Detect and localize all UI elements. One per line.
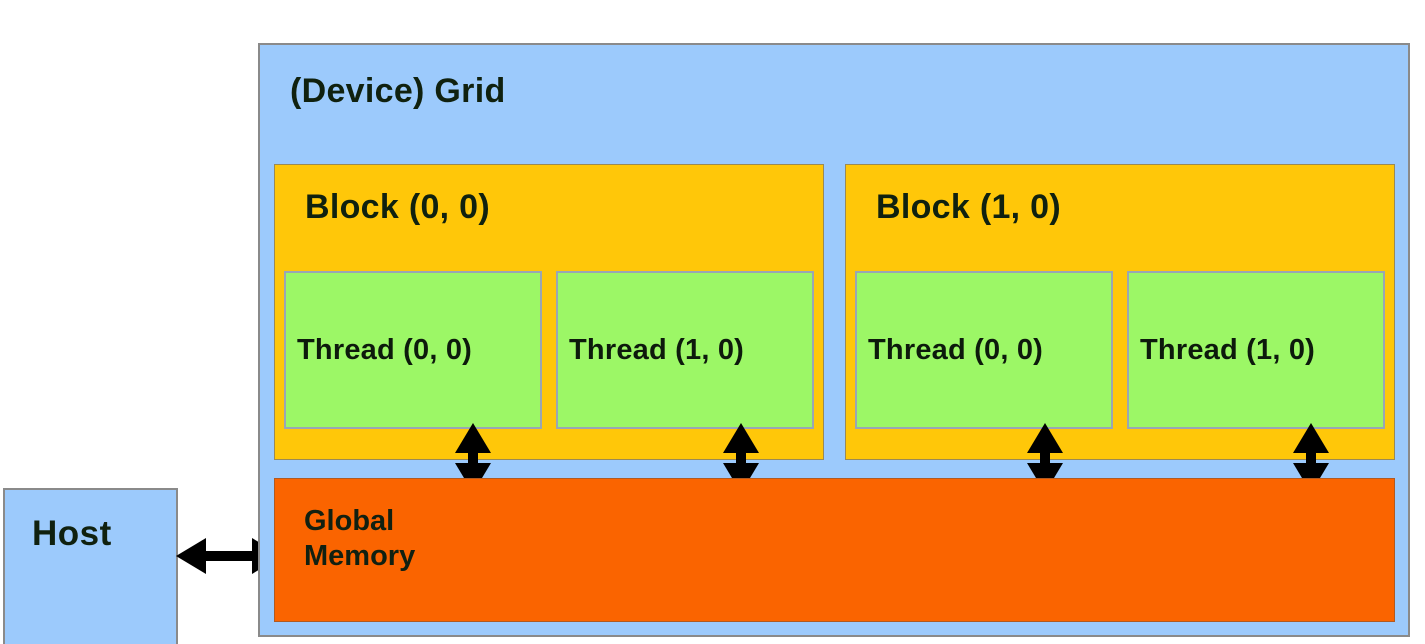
block-1-0-thread-1-0-box: Thread (1, 0) [1127,271,1385,429]
block-0-0-thread-0-0-label: Thread (0, 0) [297,333,473,366]
block-0-0-thread-1-0-box: Thread (1, 0) [556,271,814,429]
host-label: Host [32,514,112,553]
block-0-0-title: Block (0, 0) [305,188,490,226]
device-grid-title: (Device) Grid [290,72,506,110]
block-1-0-title: Block (1, 0) [876,188,1061,226]
block-1-0-thread-1-0-label: Thread (1, 0) [1140,333,1316,366]
block-0-0-box: Block (0, 0) Thread (0, 0) Thread (1, 0) [274,164,824,460]
block-1-0-box: Block (1, 0) Thread (0, 0) Thread (1, 0) [845,164,1395,460]
block-1-0-thread-0-0-label: Thread (0, 0) [868,333,1044,366]
global-memory-label: Global Memory [304,505,416,573]
host-box: Host [3,488,178,644]
block-0-0-thread-1-0-label: Thread (1, 0) [569,333,745,366]
global-memory-box: Global Memory [274,478,1395,622]
block-1-0-thread-0-0-box: Thread (0, 0) [855,271,1113,429]
block-0-0-thread-0-0-box: Thread (0, 0) [284,271,542,429]
